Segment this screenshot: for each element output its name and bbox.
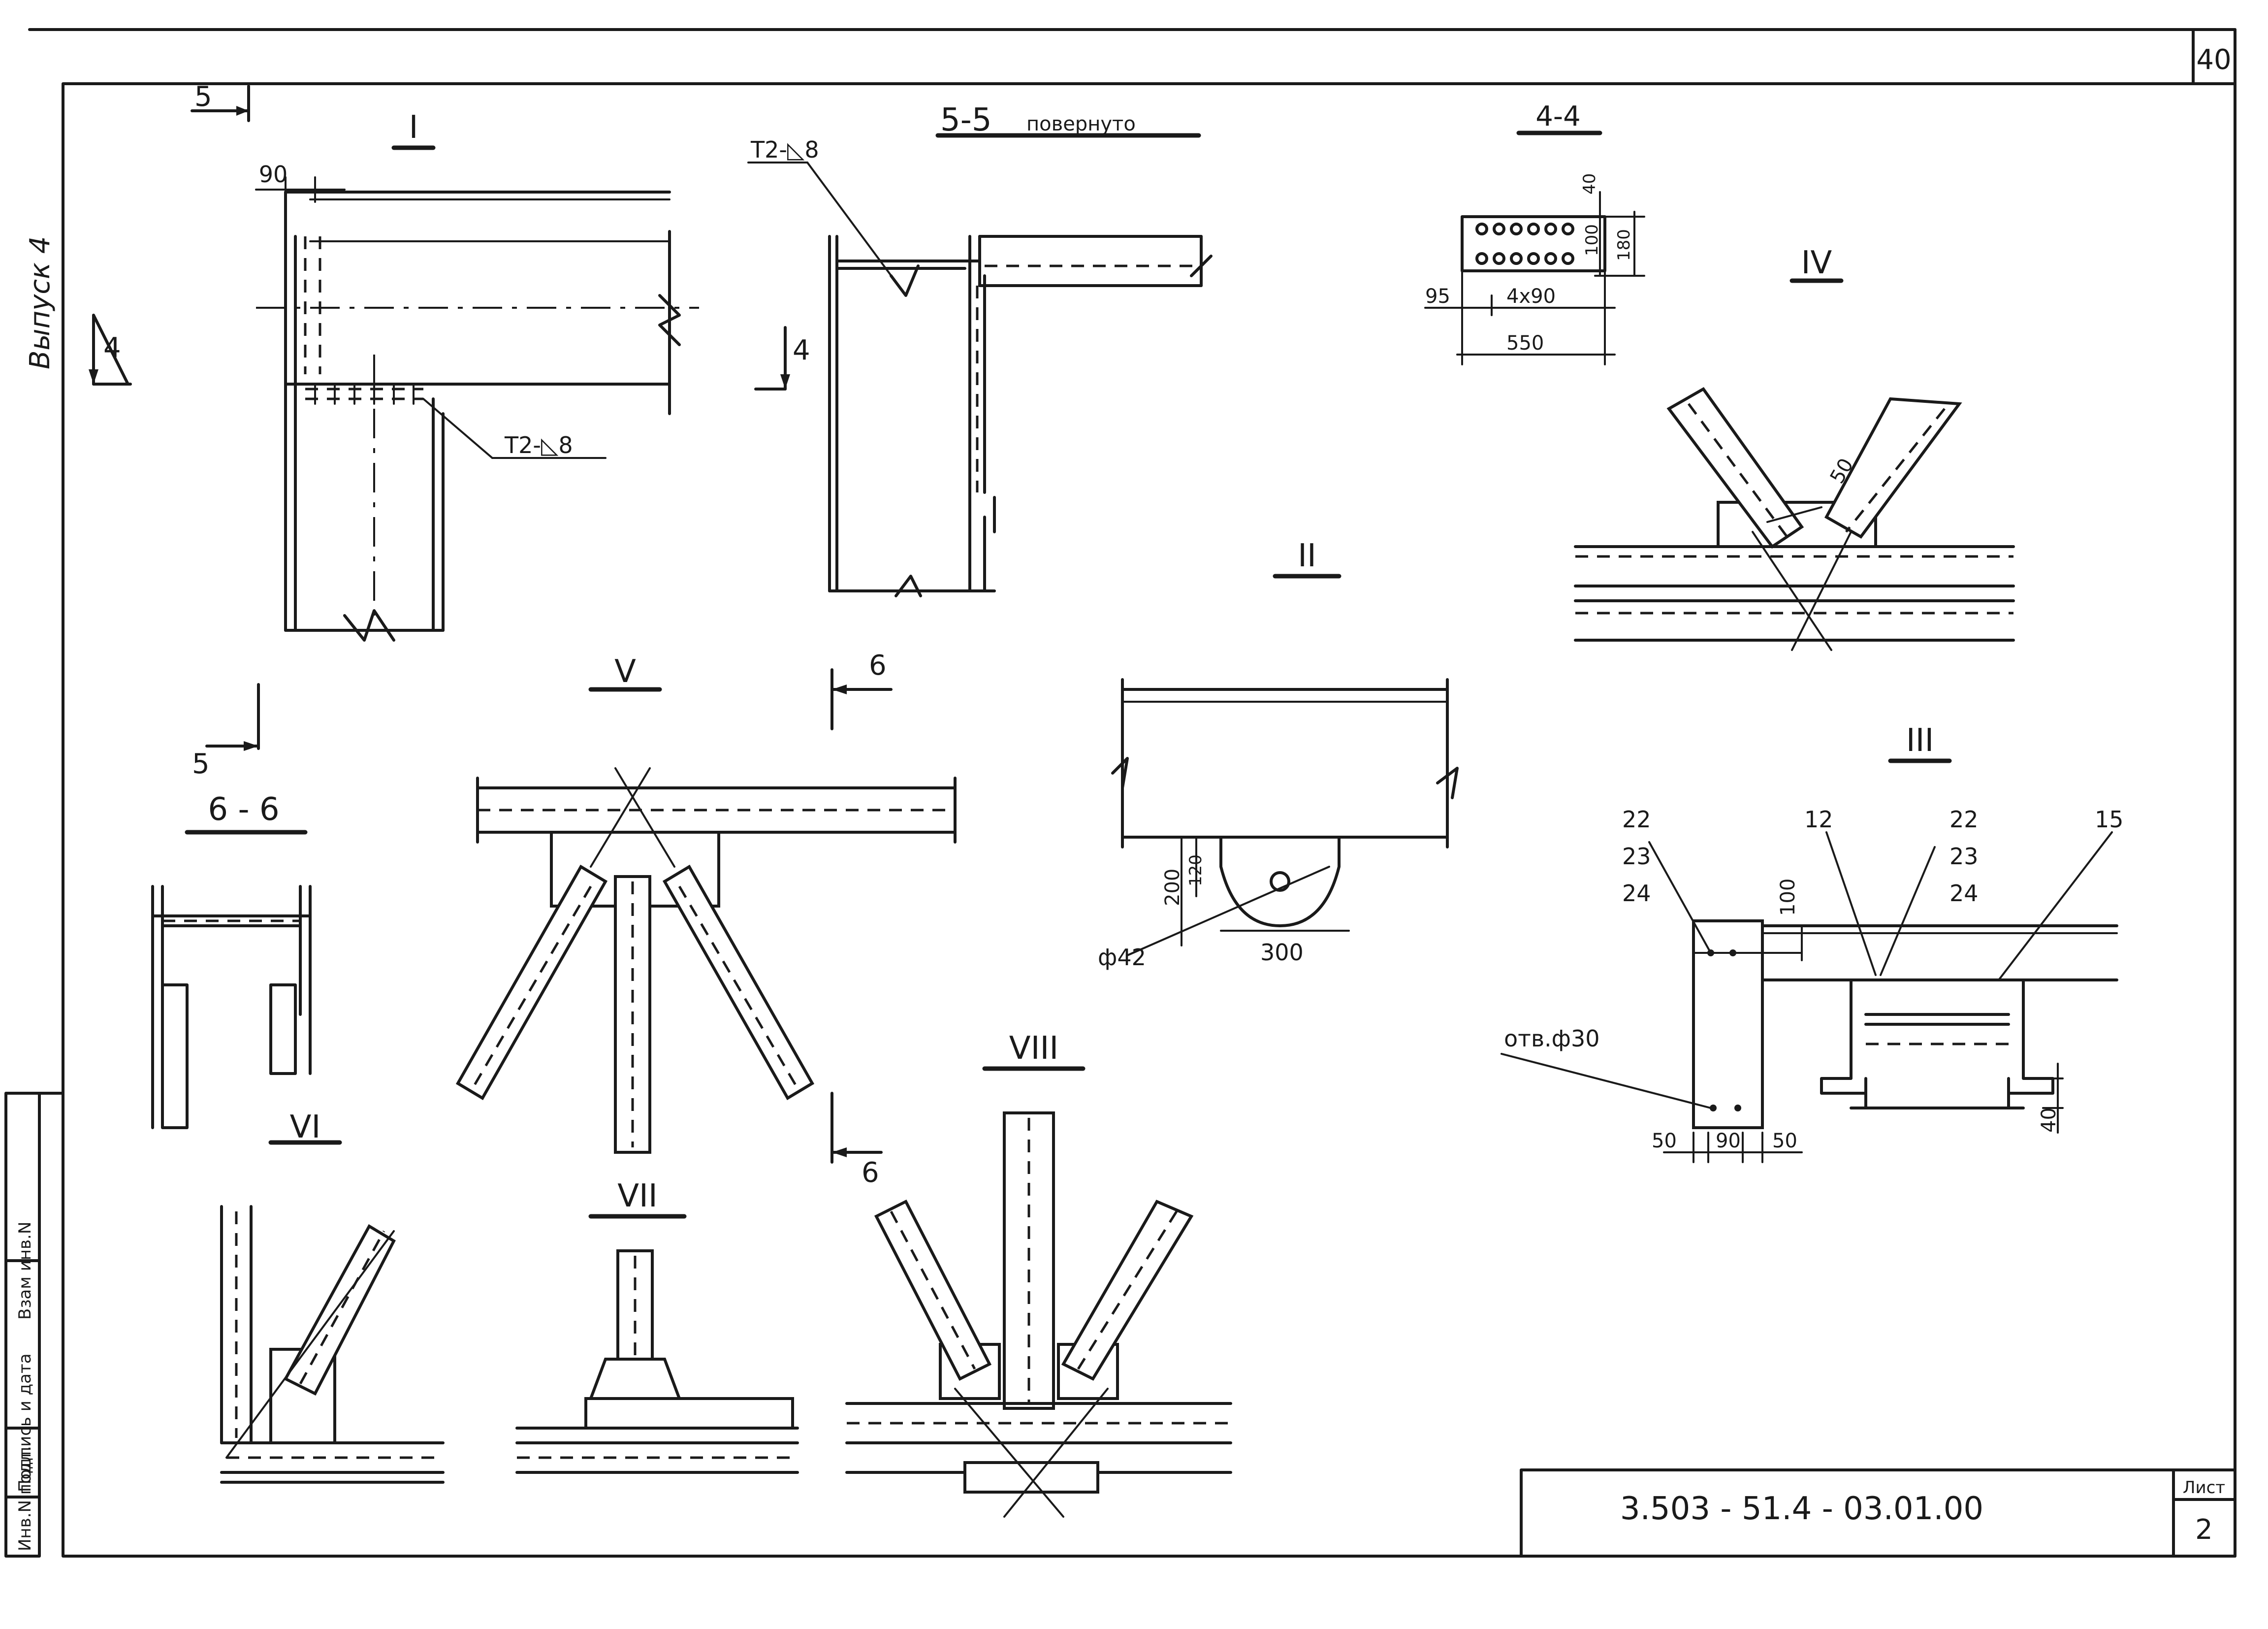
section-4-4-dim-40: 40 <box>1580 173 1599 195</box>
section-4-4-dim-550: 550 <box>1506 332 1544 355</box>
view-III-pos-22b: 22 <box>1949 806 1979 833</box>
view-I-section-5: 5 <box>194 81 212 113</box>
section-4-4-dim-4x90: 4x90 <box>1506 285 1556 308</box>
view-V <box>455 687 957 1154</box>
view-III-pos-15: 15 <box>2095 806 2124 833</box>
view-III <box>1501 758 2118 1163</box>
section-4-4-dim-180: 180 <box>1614 229 1634 261</box>
view-III-pos-24b: 24 <box>1949 880 1979 907</box>
stamp-inv-orig: Инв.N подл. <box>15 1446 35 1551</box>
view-II-title: II <box>1298 538 1316 574</box>
section-5-mark-bottom: 5 <box>192 748 210 780</box>
section-5-5-weld: Т2-◺8 <box>750 136 819 163</box>
section-6-mark-bottom: 6 <box>862 1157 879 1189</box>
view-II-dim-300: 300 <box>1260 939 1304 966</box>
view-III-pos-23a: 23 <box>1622 843 1651 870</box>
view-VI <box>220 1140 445 1484</box>
section-5-5 <box>747 133 1213 597</box>
page-number: 40 <box>2196 44 2231 76</box>
view-III-dim-90: 90 <box>1716 1130 1741 1152</box>
view-I-weld: Т2-◺8 <box>504 432 573 458</box>
view-III-dim-50b: 50 <box>1772 1130 1797 1152</box>
view-III-pos-24a: 24 <box>1622 880 1651 907</box>
section-6-6 <box>151 668 893 1164</box>
view-III-dim-40: 40 <box>2038 1108 2060 1133</box>
section-4-4-dim-95: 95 <box>1425 285 1450 308</box>
view-VII <box>515 1214 799 1474</box>
view-II-dim-120: 120 <box>1186 854 1206 886</box>
view-VIII-title: VIII <box>1009 1030 1058 1067</box>
view-II-hole: ф42 <box>1098 944 1146 971</box>
section-6-mark-top: 6 <box>869 650 887 682</box>
view-III-title: III <box>1906 722 1934 759</box>
sheet-label: Лист <box>2183 1478 2225 1498</box>
view-IV <box>1574 278 2015 651</box>
issue-note: Выпуск 4 <box>24 236 56 369</box>
view-IV-title: IV <box>1801 245 1832 281</box>
view-VIII <box>845 1066 1232 1518</box>
section-6-6-title: 6 - 6 <box>208 791 279 828</box>
view-III-pos-23b: 23 <box>1949 843 1979 870</box>
view-III-pos-22a: 22 <box>1622 806 1651 833</box>
section-5-5-note: повернуто <box>1026 113 1136 135</box>
sheet-frame <box>4 28 2236 1558</box>
view-III-dim-100: 100 <box>1777 879 1799 916</box>
stamp-sign-date: Подпись и дата <box>15 1353 35 1492</box>
view-VII-title: VII <box>617 1178 658 1214</box>
view-III-pos-12: 12 <box>1804 806 1833 833</box>
section-4-4 <box>1424 130 1645 365</box>
section-4-4-title: 4-4 <box>1535 100 1580 132</box>
view-II-dim-200: 200 <box>1161 869 1184 906</box>
view-I <box>89 85 699 642</box>
view-I-title: I <box>409 109 418 146</box>
view-VI-title: VI <box>290 1109 321 1145</box>
section-4-4-dim-100: 100 <box>1582 224 1602 256</box>
view-II <box>1111 574 1459 956</box>
stamp-inv-dup: Взам инв.N <box>15 1222 35 1320</box>
view-III-hole: отв.ф30 <box>1504 1025 1600 1052</box>
view-V-title: V <box>614 653 636 690</box>
view-I-section-4: 4 <box>103 332 121 364</box>
doc-code: 3.503 - 51.4 - 03.01.00 <box>1620 1491 1983 1527</box>
section-5-5-title: 5-5 <box>940 102 992 138</box>
section-5-5-section-4: 4 <box>793 334 810 366</box>
view-I-dim-90: 90 <box>259 161 288 188</box>
view-III-dim-50a: 50 <box>1652 1130 1677 1152</box>
sheet-number: 2 <box>2195 1514 2213 1546</box>
